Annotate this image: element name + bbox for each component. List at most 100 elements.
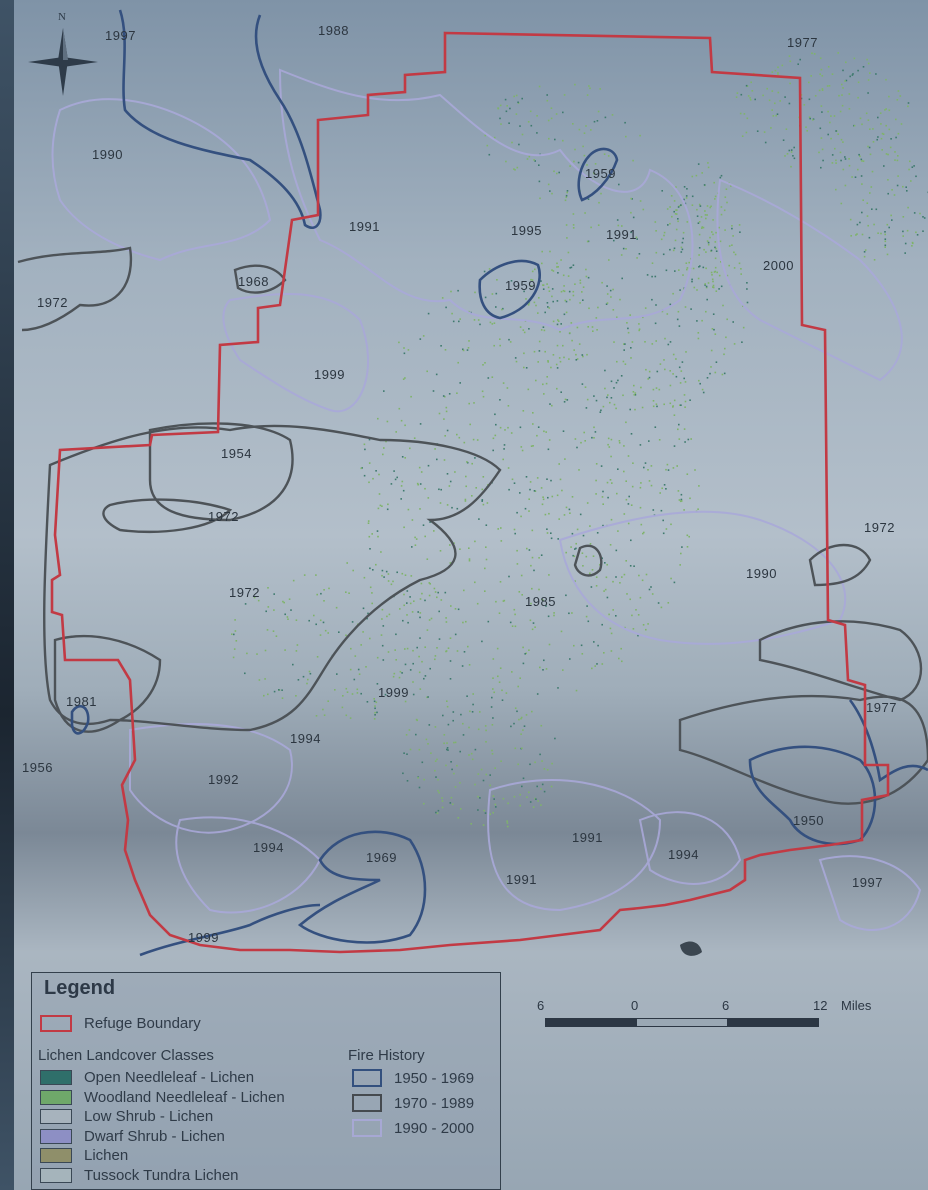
lichen-speck	[592, 330, 594, 332]
lichen-speck	[458, 320, 460, 323]
lichen-speck	[902, 216, 905, 218]
lichen-speck	[556, 387, 558, 390]
lichen-speck	[818, 89, 821, 92]
lichen-speck	[445, 406, 448, 409]
lichen-speck	[491, 323, 494, 325]
lichen-speck	[540, 329, 543, 331]
lichen-speck	[610, 296, 612, 298]
lichen-speck	[504, 98, 507, 101]
lichen-speck	[706, 298, 708, 301]
lichen-speck	[554, 737, 556, 740]
lichen-speck	[534, 761, 536, 764]
lichen-speck	[522, 410, 525, 412]
lichen-speck	[712, 219, 714, 221]
lichen-speck	[637, 614, 640, 616]
lichen-speck	[542, 498, 545, 501]
lichen-speck	[624, 363, 627, 365]
lichen-speck	[789, 82, 791, 85]
lichen-speck	[734, 253, 737, 256]
lichen-speck	[443, 742, 445, 745]
lichen-speck	[593, 172, 595, 174]
lichen-speck	[546, 478, 548, 480]
lichen-speck	[613, 387, 615, 389]
lichen-speck	[552, 354, 555, 356]
lichen-speck	[315, 715, 318, 717]
lichen-speck	[256, 653, 258, 655]
lichen-speck	[723, 372, 726, 375]
lichen-speck	[597, 110, 600, 113]
lichen-speck	[387, 503, 389, 506]
lichen-speck	[537, 800, 539, 802]
lichen-speck	[295, 619, 298, 621]
fire-perimeter-2000	[716, 178, 903, 382]
lichen-speck	[681, 361, 684, 363]
lichen-speck	[772, 115, 775, 117]
fire-perimeter-1972-central	[43, 424, 502, 732]
lichen-speck	[282, 600, 284, 603]
lichen-speck	[541, 503, 544, 506]
lichen-speck	[821, 75, 824, 77]
lichen-speck	[540, 487, 543, 489]
lichen-speck	[362, 631, 364, 633]
lichen-speck	[703, 248, 705, 251]
lichen-speck	[567, 275, 570, 277]
lichen-speck	[714, 246, 716, 249]
lichen-speck	[639, 486, 642, 489]
lichen-speck	[789, 60, 792, 63]
lichen-speck	[446, 504, 449, 506]
lichen-speck	[697, 277, 700, 280]
lichen-speck	[625, 560, 627, 562]
lichen-speck	[520, 717, 522, 720]
lichen-speck	[552, 300, 554, 303]
lichen-speck	[348, 592, 350, 594]
lichen-speck	[572, 213, 575, 215]
lichen-speck	[575, 359, 578, 361]
lichen-speck	[473, 319, 476, 321]
lichen-speck	[645, 628, 647, 631]
lichen-speck	[790, 165, 792, 168]
lichen-speck	[891, 219, 893, 221]
lichen-speck	[697, 337, 700, 340]
lichen-speck	[475, 487, 477, 489]
lichen-speck	[542, 326, 545, 328]
lichen-speck	[292, 663, 294, 666]
legend-item-lichen-class: Lichen	[40, 1147, 128, 1164]
lichen-speck	[876, 138, 878, 141]
lichen-speck	[509, 341, 512, 343]
lichen-speck	[672, 292, 674, 295]
lichen-speck	[533, 350, 536, 353]
lichen-speck	[438, 412, 441, 415]
lichen-speck	[623, 445, 625, 447]
lichen-speck	[543, 790, 546, 793]
lichen-speck	[620, 647, 622, 650]
lichen-speck	[747, 95, 750, 97]
fire-year-label: 1999	[378, 685, 409, 700]
lichen-speck	[877, 232, 879, 234]
lichen-speck	[720, 261, 722, 263]
lichen-speck	[519, 426, 522, 429]
lichen-speck	[599, 88, 601, 90]
lichen-speck	[842, 141, 844, 143]
lichen-speck	[328, 587, 330, 590]
lichen-speck	[511, 478, 514, 481]
lichen-speck	[459, 808, 462, 810]
lichen-speck	[600, 409, 602, 412]
lichen-speck	[514, 613, 516, 616]
lichen-speck	[319, 634, 322, 636]
lichen-speck	[906, 229, 909, 232]
lichen-speck	[669, 402, 672, 405]
lichen-speck	[527, 121, 530, 123]
lichen-speck	[407, 621, 409, 624]
lichen-speck	[547, 306, 549, 308]
lichen-speck	[467, 645, 469, 648]
lichen-speck	[583, 154, 586, 157]
lichen-speck	[590, 129, 592, 131]
lichen-speck	[706, 214, 708, 216]
lichen-speck	[287, 618, 289, 620]
lichen-speck	[684, 441, 686, 443]
lichen-speck	[635, 236, 638, 239]
lichen-speck	[398, 341, 400, 344]
lichen-speck	[604, 116, 607, 119]
lichen-speck	[426, 696, 428, 699]
